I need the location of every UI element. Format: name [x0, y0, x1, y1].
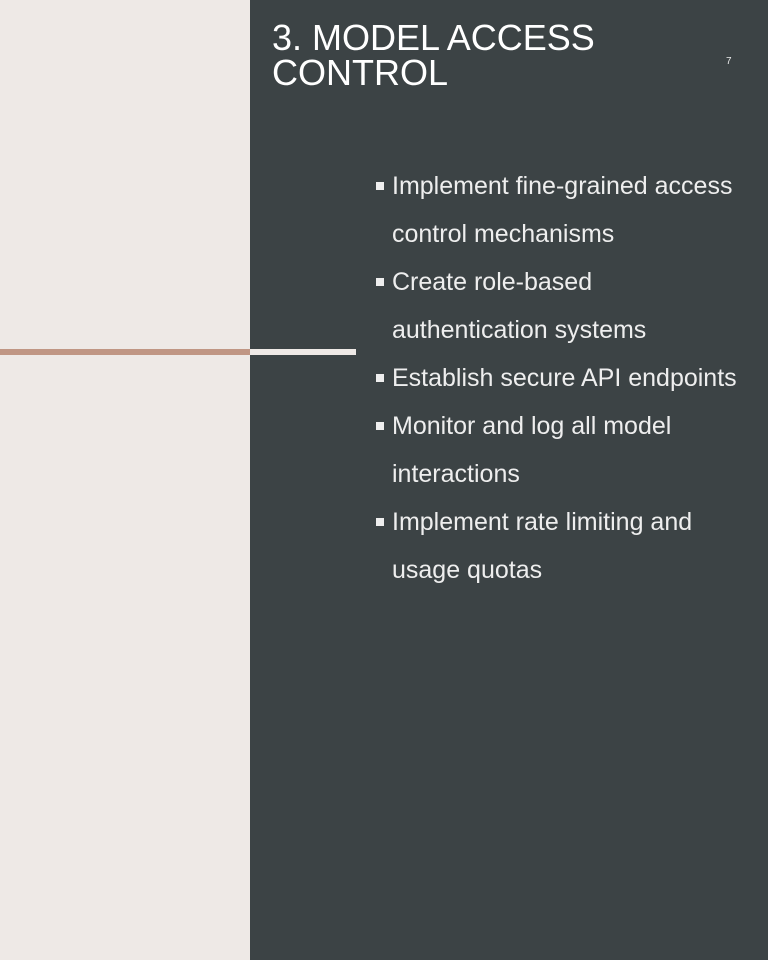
slide-number: 7: [726, 56, 732, 67]
bullet-item: Implement fine-grained access control me…: [376, 162, 746, 258]
square-bullet-icon: [376, 278, 384, 286]
left-panel: [0, 0, 250, 960]
bullet-item: Create role-based authentication systems: [376, 258, 746, 354]
square-bullet-icon: [376, 518, 384, 526]
light-divider: [250, 349, 356, 355]
bullet-text: Establish secure API endpoints: [392, 364, 737, 392]
bullet-text: Create role-based authentication systems: [392, 268, 647, 344]
bullet-text: Monitor and log all model interactions: [392, 412, 672, 488]
bullet-text: Implement rate limiting and usage quotas: [392, 508, 693, 584]
accent-divider: [0, 349, 250, 355]
bullet-text: Implement fine-grained access control me…: [392, 172, 733, 248]
bullet-list: Implement fine-grained access control me…: [376, 162, 746, 594]
square-bullet-icon: [376, 182, 384, 190]
square-bullet-icon: [376, 422, 384, 430]
bullet-item: Monitor and log all model interactions: [376, 402, 746, 498]
slide-title: 3. MODEL ACCESS CONTROL: [272, 17, 595, 93]
content-panel: [250, 0, 768, 960]
square-bullet-icon: [376, 374, 384, 382]
bullet-item: Establish secure API endpoints: [376, 354, 746, 402]
bullet-item: Implement rate limiting and usage quotas: [376, 498, 746, 594]
